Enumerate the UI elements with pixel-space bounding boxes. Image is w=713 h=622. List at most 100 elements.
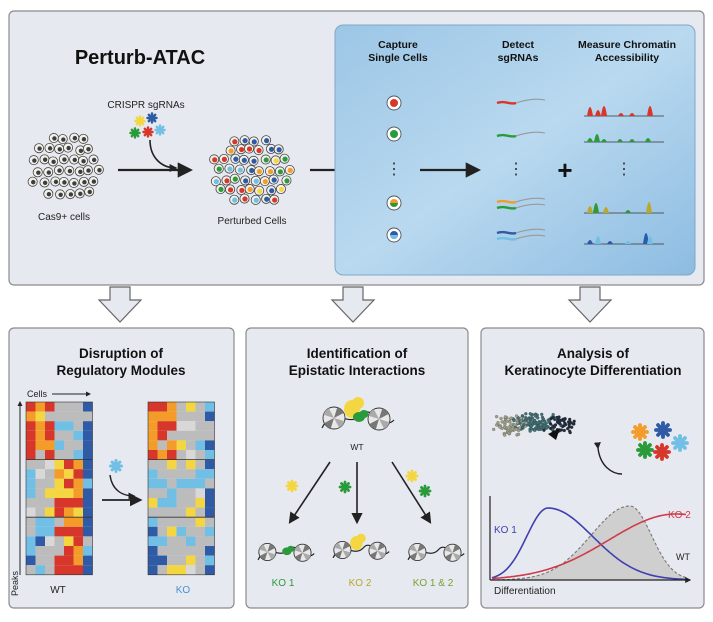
star-core xyxy=(410,474,414,478)
heatmap-cell xyxy=(64,440,74,450)
heatmap-cell xyxy=(64,507,74,518)
heatmap-cell xyxy=(26,546,36,556)
heatmap-cell xyxy=(26,478,36,489)
heatmap-cell xyxy=(167,536,177,546)
heatmap-cell xyxy=(73,517,83,527)
cell-nucleus xyxy=(232,176,238,182)
scatter-point xyxy=(562,428,566,433)
track-peak xyxy=(645,138,651,142)
heatmap-cell xyxy=(73,536,83,546)
cell-nucleus xyxy=(42,180,48,186)
heatmap-cell xyxy=(157,507,167,518)
nucleosome-segment xyxy=(409,544,418,552)
track-peak xyxy=(646,202,652,213)
panel-3-title-line1: Analysis of xyxy=(557,346,630,361)
cell-nucleus xyxy=(62,157,67,162)
heatmap-cell xyxy=(205,402,215,412)
ko2-curve xyxy=(491,513,687,580)
heatmap-cell xyxy=(26,440,36,450)
perturbed-cell xyxy=(266,185,277,196)
cell-nucleus xyxy=(42,157,48,162)
heatmap-cell xyxy=(176,421,186,431)
perturbed-cell xyxy=(229,194,240,205)
cells-ellipsis: ⋮ xyxy=(386,161,402,178)
cell-nucleus xyxy=(36,170,41,175)
cell-nucleus xyxy=(239,187,245,194)
heatmap-cell xyxy=(157,498,167,508)
heatmap-cell xyxy=(186,565,196,575)
nucleosome-segment xyxy=(334,550,343,559)
cell-nucleus xyxy=(37,146,42,151)
cell-nucleus xyxy=(239,146,245,153)
step-detect-line2: sgRNAs xyxy=(498,52,539,64)
cas9-cell xyxy=(33,143,44,154)
heatmap-cell xyxy=(26,536,36,546)
scatter-point xyxy=(495,415,499,419)
perturbed-cell xyxy=(218,153,229,164)
track-peak xyxy=(603,207,609,213)
cell-nucleus xyxy=(268,146,275,152)
track-peak xyxy=(629,139,635,142)
heatmap-cell xyxy=(157,450,167,460)
cas9-cell xyxy=(65,189,76,200)
track-peak xyxy=(595,110,601,116)
scatter-point xyxy=(517,426,522,430)
heatmap-cell xyxy=(186,478,196,489)
heatmap-cell xyxy=(157,555,167,566)
heatmap-cell xyxy=(205,498,215,508)
heatmap-cell xyxy=(45,440,55,450)
scatter-point xyxy=(533,418,537,422)
heatmap-cell xyxy=(186,421,196,431)
heatmap-cell xyxy=(157,411,167,422)
ko12-star-yellow xyxy=(405,469,419,483)
accessibility-track-column xyxy=(584,106,664,245)
cell-nucleus xyxy=(72,181,77,186)
down-arrow-1 xyxy=(97,286,143,323)
cell-nucleus xyxy=(227,187,234,193)
heatmap-cell xyxy=(83,536,93,546)
sgrna-read-orange xyxy=(496,197,546,204)
crispr-sgrna-icons xyxy=(129,112,166,139)
heatmap-cell xyxy=(148,555,158,566)
heatmap-cell xyxy=(186,430,196,441)
heatmap-cell xyxy=(54,421,64,431)
heatmap-cell xyxy=(186,507,196,518)
heatmap-cell xyxy=(205,536,215,546)
cell-nucleus xyxy=(86,168,91,173)
perturbed-cell xyxy=(261,135,272,146)
panel-epistatic-interactions: Identification of Epistatic Interactions… xyxy=(245,327,469,609)
scatter-point xyxy=(524,412,528,416)
heatmap-cell xyxy=(73,430,83,441)
heatmap-cell xyxy=(167,421,177,431)
heatmap-cell xyxy=(157,488,167,498)
cell-nucleus xyxy=(253,178,259,184)
cell-nucleus xyxy=(267,169,274,175)
scatter-point xyxy=(534,425,538,430)
nucleosome-segment xyxy=(444,552,453,561)
heatmap-cell xyxy=(176,507,186,518)
cell-nucleus xyxy=(249,167,255,174)
cell-nucleus xyxy=(242,196,248,202)
track-peak xyxy=(625,241,631,244)
cell-nucleus xyxy=(46,170,52,175)
heatmap-cell xyxy=(83,402,93,412)
cas9-cell xyxy=(50,176,61,187)
heatmap-cell xyxy=(148,517,158,527)
nucleosome-segment xyxy=(259,544,268,552)
tracks-ellipsis: ⋮ xyxy=(616,161,632,178)
heatmap-cell xyxy=(83,507,93,518)
scatter-point xyxy=(502,420,506,424)
sgrna-read-green2 xyxy=(496,203,546,210)
heatmap-cell xyxy=(26,507,36,518)
heatmap-cell xyxy=(83,450,93,460)
heatmap-cell xyxy=(54,517,64,527)
heatmap-cell xyxy=(167,440,177,450)
heatmap-cell xyxy=(26,430,36,441)
heatmap-cell xyxy=(64,430,74,441)
perturbed-cell xyxy=(284,164,295,175)
heatmap-cell xyxy=(26,459,36,470)
arrow-to-ko1 xyxy=(288,461,331,524)
heatmap-cell xyxy=(157,402,167,412)
single-cell xyxy=(386,195,402,211)
heatmap-cell xyxy=(64,450,74,460)
